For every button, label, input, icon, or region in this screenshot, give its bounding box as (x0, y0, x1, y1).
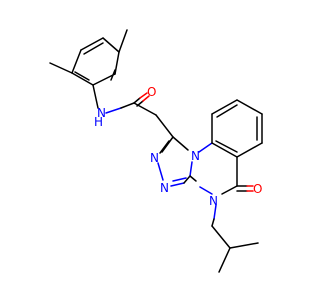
ketone-oxygen-label: O (253, 182, 262, 196)
molecule-structure: N H O N N N N O (0, 0, 300, 300)
amide-nitrogen-label: N (97, 106, 106, 120)
quinazolinone-core (189, 99, 263, 195)
dimethylphenyl-ring (71, 37, 120, 86)
amide-oxygen-label: O (147, 85, 156, 99)
triazole-nitrogen-2-label: N (160, 181, 169, 195)
bridgehead-nitrogen-label: N (191, 149, 200, 163)
amide-hydrogen-label: H (94, 115, 103, 129)
methyl-groups (49, 29, 128, 74)
triazole-nitrogen-1-label: N (150, 151, 159, 165)
ring-nitrogen-label: N (209, 194, 218, 208)
triazole-ring (157, 136, 193, 187)
canvas-background (0, 0, 300, 300)
isobutyl-chain (211, 204, 259, 273)
amide-linkage (92, 84, 174, 138)
